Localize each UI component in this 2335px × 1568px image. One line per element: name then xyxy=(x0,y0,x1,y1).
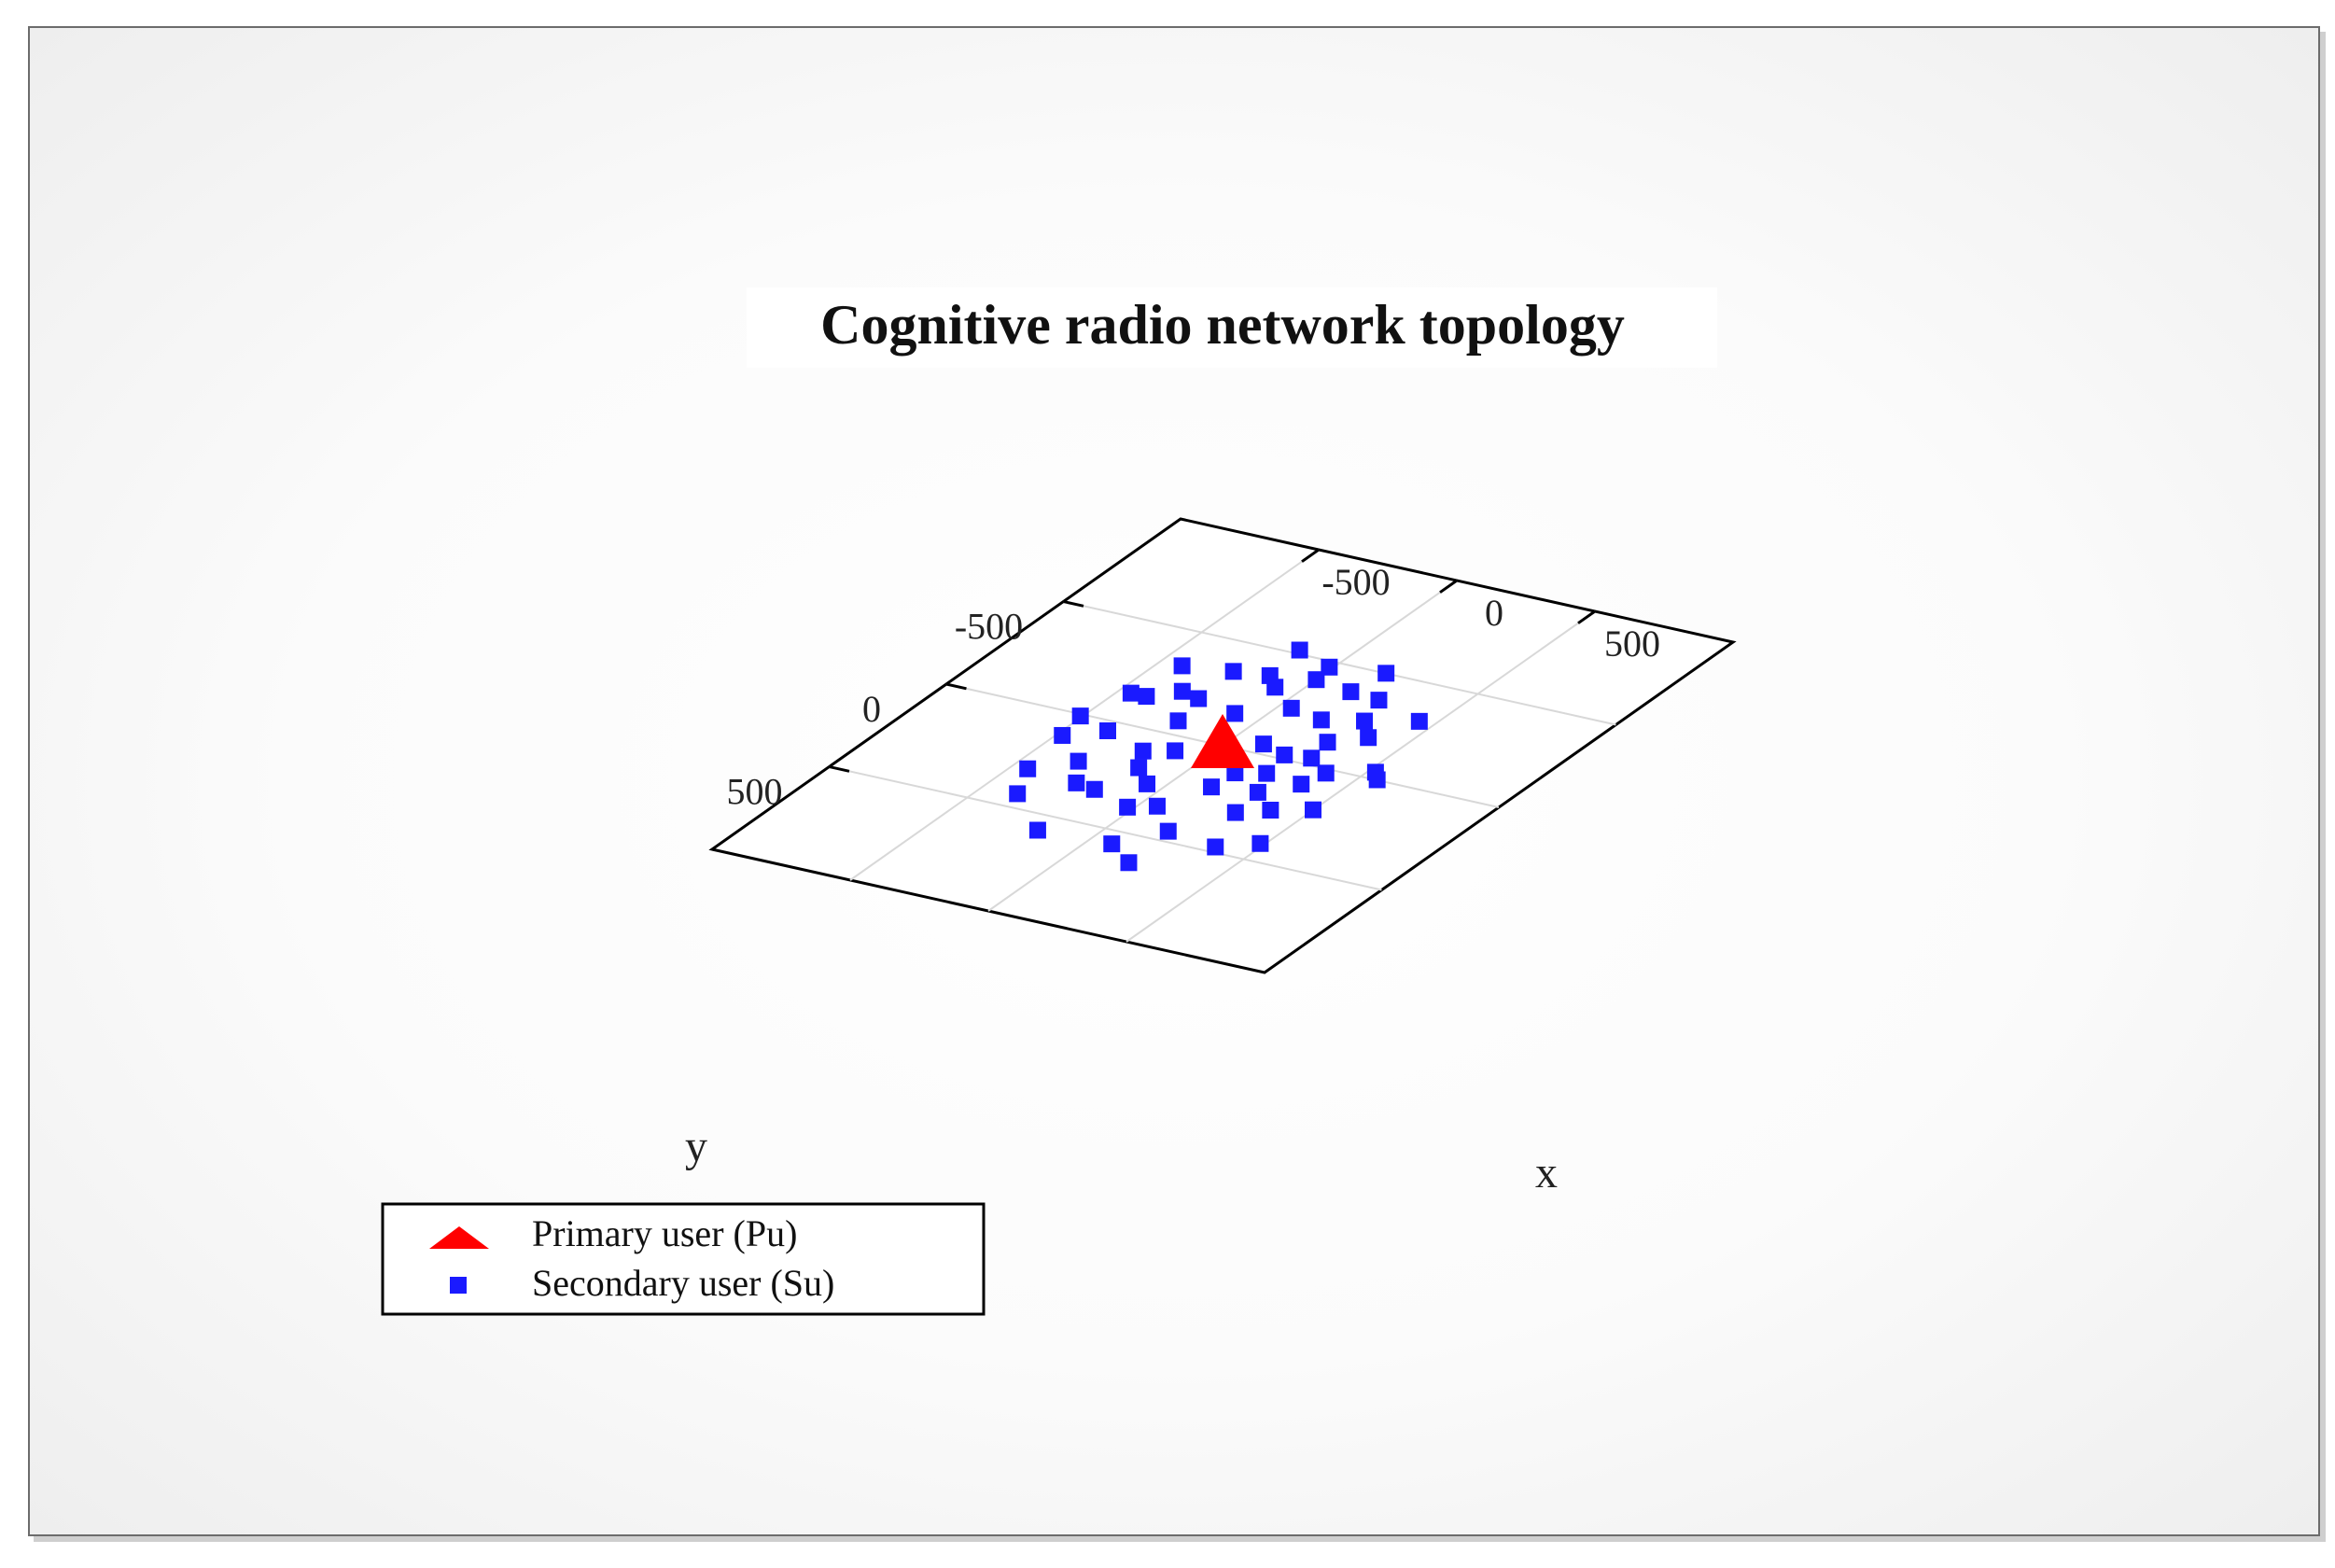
secondary-user-point xyxy=(1342,683,1360,701)
y-axis-label: y xyxy=(685,1122,707,1171)
secondary-user-point xyxy=(1319,734,1336,751)
legend-marker-primary-user xyxy=(429,1226,489,1249)
secondary-user-point xyxy=(1276,746,1293,763)
x-tick-label: 0 xyxy=(1485,592,1503,634)
secondary-user-point xyxy=(1071,707,1089,725)
y-tick-label: 0 xyxy=(862,688,881,730)
secondary-user-point xyxy=(1291,641,1308,659)
secondary-user-point xyxy=(1262,801,1279,819)
secondary-user-point xyxy=(1356,712,1374,730)
chart-title: Cognitive radio network topology xyxy=(820,294,1625,356)
secondary-user-point xyxy=(1258,764,1276,782)
data-points xyxy=(1009,641,1428,872)
legend-label-primary-user: Primary user (Pu) xyxy=(532,1212,797,1254)
secondary-user-point xyxy=(1261,666,1279,684)
secondary-user-point xyxy=(1148,797,1166,815)
y-tick-label: 500 xyxy=(727,771,783,813)
secondary-user-point xyxy=(1377,665,1395,682)
secondary-user-point xyxy=(1370,692,1388,709)
secondary-user-point xyxy=(1410,712,1428,730)
y-tick xyxy=(829,765,850,773)
secondary-user-point xyxy=(1019,760,1037,777)
secondary-user-point xyxy=(1190,690,1208,707)
secondary-user-point xyxy=(1098,721,1116,739)
secondary-user-point xyxy=(1173,682,1191,700)
secondary-user-point xyxy=(1254,735,1272,753)
legend-box xyxy=(381,1202,986,1316)
secondary-user-point xyxy=(1139,775,1156,792)
secondary-user-point xyxy=(1028,821,1046,839)
secondary-user-point xyxy=(1317,764,1335,782)
secondary-user-point xyxy=(1173,657,1191,675)
secondary-user-point xyxy=(1169,712,1187,730)
secondary-user-point xyxy=(1305,801,1322,819)
secondary-user-point xyxy=(1224,663,1242,680)
secondary-user-point xyxy=(1303,749,1321,767)
secondary-user-point xyxy=(1134,742,1152,760)
x-tick-label: 500 xyxy=(1604,623,1660,665)
x-tick xyxy=(1577,609,1596,624)
y-tick-label: -500 xyxy=(955,606,1023,648)
secondary-user-point xyxy=(1226,705,1244,722)
grid-line-x xyxy=(1126,610,1596,943)
x-tick-label: -500 xyxy=(1321,561,1390,603)
x-tick xyxy=(1301,548,1320,563)
secondary-user-point xyxy=(1009,785,1027,803)
secondary-user-point xyxy=(1054,726,1071,744)
y-tick xyxy=(945,682,967,691)
legend-label-secondary-user: Secondary user (Su) xyxy=(532,1262,834,1304)
x-axis-label: x xyxy=(1535,1148,1558,1197)
secondary-user-point xyxy=(1103,835,1121,853)
secondary-user-point xyxy=(1282,699,1300,717)
legend: Primary user (Pu) Secondary user (Su) xyxy=(381,1202,986,1316)
legend-marker-secondary-user xyxy=(450,1277,467,1294)
secondary-user-point xyxy=(1070,752,1087,770)
secondary-user-point xyxy=(1138,688,1155,706)
secondary-user-point xyxy=(1226,764,1244,782)
y-tick xyxy=(1063,600,1084,608)
secondary-user-point xyxy=(1321,658,1338,676)
secondary-user-point xyxy=(1203,778,1221,796)
secondary-user-point xyxy=(1122,684,1140,702)
secondary-user-point xyxy=(1360,729,1377,747)
grid-line-y xyxy=(829,765,1382,891)
secondary-user-point xyxy=(1085,780,1103,798)
primary-user-point xyxy=(1191,714,1254,768)
secondary-user-point xyxy=(1226,804,1244,821)
secondary-user-point xyxy=(1119,798,1137,816)
secondary-user-point xyxy=(1159,822,1177,840)
secondary-user-point xyxy=(1312,711,1330,729)
secondary-user-point xyxy=(1368,771,1386,789)
secondary-user-point xyxy=(1068,774,1085,791)
secondary-user-point xyxy=(1307,671,1325,689)
secondary-user-point xyxy=(1251,834,1269,852)
secondary-user-point xyxy=(1207,838,1224,856)
ticks: -500 0 500 -500 0 500 xyxy=(727,548,1660,813)
secondary-user-point xyxy=(1167,742,1184,760)
secondary-user-point xyxy=(1120,854,1138,872)
secondary-user-point xyxy=(1293,776,1310,793)
secondary-user-point xyxy=(1249,783,1266,801)
title-background xyxy=(747,287,1717,368)
secondary-user-point xyxy=(1130,759,1148,777)
x-tick xyxy=(1439,579,1458,594)
